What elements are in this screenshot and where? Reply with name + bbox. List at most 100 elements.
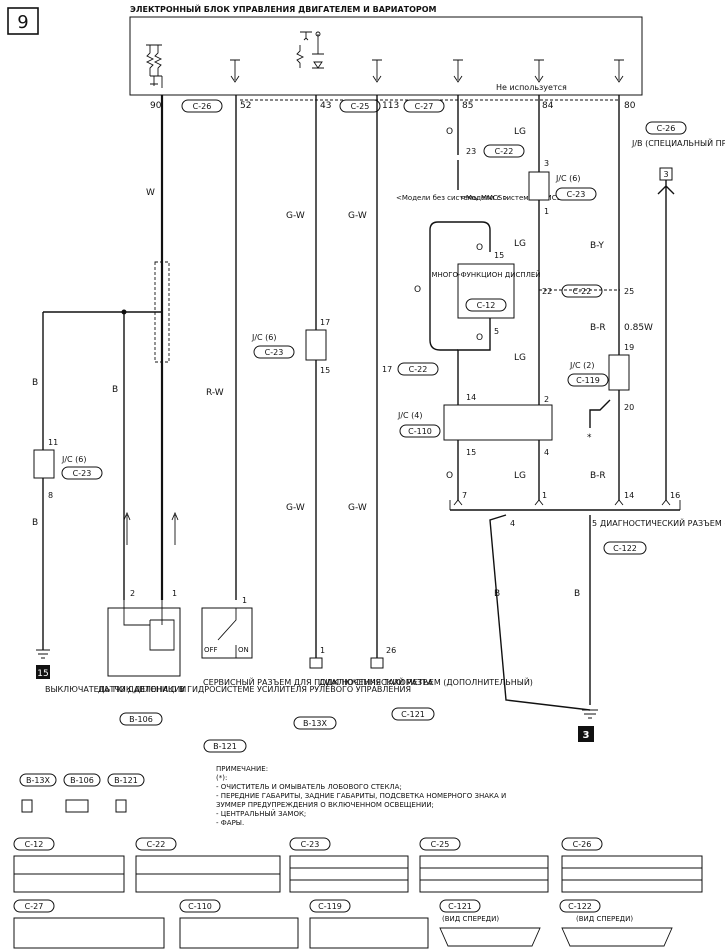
wire-color-br-2: B-R bbox=[590, 471, 606, 481]
pin-1-switch: 1 bbox=[242, 596, 247, 605]
pin-20: 20 bbox=[624, 403, 634, 412]
connector-tag-c12: C-12 bbox=[465, 298, 507, 312]
wire-color-gw-4: G-W bbox=[348, 503, 367, 513]
jc2-branch bbox=[589, 399, 611, 428]
pin-4-diag: 4 bbox=[510, 519, 515, 528]
note-title: ПРИМЕЧАНИЕ: bbox=[216, 765, 268, 773]
connector-tag-c23-mid: C-23 bbox=[253, 345, 295, 359]
note-star: (*): bbox=[216, 774, 227, 782]
pin-7: 7 bbox=[462, 491, 467, 500]
pin-19: 19 bbox=[624, 343, 634, 352]
wire-color-085w: 0.85W bbox=[624, 323, 653, 333]
connector-tag-c22-85: C-22 bbox=[483, 144, 525, 158]
jc6-mid-label: J/C (6) bbox=[251, 333, 277, 342]
jc2-box bbox=[608, 354, 630, 391]
svg-text:C-23: C-23 bbox=[265, 348, 284, 357]
knock-sensor-internal bbox=[123, 600, 175, 651]
legend-b13x: B-13X bbox=[19, 773, 57, 813]
svg-text:B-121: B-121 bbox=[213, 742, 237, 751]
pinout-c121: C-121 (ВИД СПЕРЕДИ) bbox=[439, 899, 541, 947]
wire-color-gw-2: G-W bbox=[286, 503, 305, 513]
svg-text:C-122: C-122 bbox=[613, 544, 637, 553]
svg-text:C-119: C-119 bbox=[576, 376, 600, 385]
ground-15-symbol bbox=[36, 649, 50, 659]
pin-5-disp: 5 bbox=[494, 327, 499, 336]
pin-11: 11 bbox=[48, 438, 58, 447]
pin-8: 8 bbox=[48, 491, 53, 500]
pin-25: 25 bbox=[624, 287, 634, 296]
wire-color-lg-1: LG bbox=[514, 127, 526, 137]
pin-23: 23 bbox=[466, 147, 476, 156]
pinout-c12: C-12 bbox=[13, 837, 125, 893]
wire-color-b-1: B bbox=[32, 378, 38, 388]
diag-extra-label: ДИАГНОСТИЧЕСКИЙ РАЗЪЕМ (ДОПОЛНИТЕЛЬНЫЙ) bbox=[319, 676, 533, 687]
switch-on: ON bbox=[238, 646, 249, 654]
knock-sensor-label: ДАТЧИК ДЕТОНАЦИИ bbox=[98, 685, 186, 694]
wire-color-gw-3: G-W bbox=[348, 211, 367, 221]
fuse-wire bbox=[657, 180, 675, 500]
diag-main-ticks bbox=[449, 499, 681, 510]
jc4-label: J/C (4) bbox=[397, 411, 423, 420]
wire-color-o-5: O bbox=[446, 471, 453, 481]
wire-color-o-3: O bbox=[476, 243, 483, 253]
jb-fuse-label: J/B (СПЕЦИАЛЬНЫЙ ПРЕДОХРАНИТЕЛЬ №15) bbox=[631, 137, 725, 148]
service-conn-symbol bbox=[309, 657, 323, 669]
svg-text:B-121: B-121 bbox=[114, 776, 138, 785]
wire-85-split bbox=[429, 160, 491, 351]
svg-text:C-22: C-22 bbox=[573, 287, 592, 296]
ecu-title: ЭЛЕКТРОННЫЙ БЛОК УПРАВЛЕНИЯ ДВИГАТЕЛЕМ И… bbox=[130, 3, 437, 14]
wire-color-lg-2: LG bbox=[514, 239, 526, 249]
svg-text:C-23: C-23 bbox=[73, 469, 92, 478]
wire-color-rw: R-W bbox=[206, 388, 224, 398]
wire-color-gw-1: G-W bbox=[286, 211, 305, 221]
pin-17-c22: 17 bbox=[382, 365, 392, 374]
note-line-2: - ПЕРЕДНИЕ ГАБАРИТЫ, ЗАДНИЕ ГАБАРИТЫ, ПО… bbox=[216, 792, 506, 800]
switch-off: OFF bbox=[204, 646, 218, 654]
models-with-mmcs: <Модели с системой MMCS> bbox=[460, 194, 567, 202]
svg-text:C-22: C-22 bbox=[495, 147, 514, 156]
ground-15-label: 15 bbox=[37, 669, 48, 679]
legend-b121: B-121 bbox=[107, 773, 145, 813]
svg-text:C-26: C-26 bbox=[573, 840, 592, 849]
svg-text:(ВИД СПЕРЕДИ): (ВИД СПЕРЕДИ) bbox=[576, 915, 633, 923]
svg-text:C-12: C-12 bbox=[477, 301, 496, 310]
pin-2-knock: 2 bbox=[130, 589, 135, 598]
wire-color-br-1: B-R bbox=[590, 323, 606, 333]
pin-22: 22 bbox=[542, 287, 552, 296]
connector-tag-b106: B-106 bbox=[119, 712, 163, 726]
connector-tag-c121: C-121 bbox=[391, 707, 435, 721]
connector-tag-c27: C-27 bbox=[403, 99, 445, 113]
pin-113: 113 bbox=[382, 101, 399, 111]
wire-color-b-4: B bbox=[494, 589, 500, 599]
svg-text:C-22: C-22 bbox=[147, 840, 166, 849]
ground-3-symbol bbox=[582, 709, 598, 719]
pin-17-mid: 17 bbox=[320, 318, 330, 327]
wire-color-lg-4: LG bbox=[514, 471, 526, 481]
svg-text:C-119: C-119 bbox=[318, 902, 342, 911]
pin-1-diag: 1 bbox=[542, 491, 547, 500]
pinout-c25: C-25 bbox=[419, 837, 549, 893]
diag-extra-symbol bbox=[370, 657, 384, 669]
ecu-diode-symbol bbox=[296, 31, 324, 69]
svg-text:C-122: C-122 bbox=[568, 902, 592, 911]
svg-text:C-110: C-110 bbox=[408, 427, 432, 436]
connector-tag-c22-84: C-22 bbox=[561, 284, 603, 298]
ps-switch-contact bbox=[217, 608, 237, 658]
pin-14-diag: 14 bbox=[624, 491, 634, 500]
wire-color-o-2: O bbox=[414, 285, 421, 295]
pin-1-knock: 1 bbox=[172, 589, 177, 598]
connector-tag-c23-left: C-23 bbox=[61, 466, 103, 480]
jc2-label: J/C (2) bbox=[569, 361, 595, 370]
pin-84: 84 bbox=[542, 101, 554, 111]
pin-15-disp: 15 bbox=[494, 251, 504, 260]
svg-text:C-23: C-23 bbox=[567, 190, 586, 199]
pinout-c27: C-27 bbox=[13, 899, 165, 949]
connector-tag-c119: C-119 bbox=[567, 373, 609, 387]
svg-text:B-13X: B-13X bbox=[303, 719, 328, 728]
svg-text:C-26: C-26 bbox=[657, 124, 676, 133]
pin-14-jc4: 14 bbox=[466, 393, 476, 402]
connector-tag-c23-right: C-23 bbox=[555, 187, 597, 201]
svg-text:C-27: C-27 bbox=[25, 902, 44, 911]
wire-color-w: W bbox=[146, 188, 155, 198]
multi-display-label: МНОГО-ФУНКЦИОН ДИСПЛЕЙ bbox=[431, 270, 540, 279]
